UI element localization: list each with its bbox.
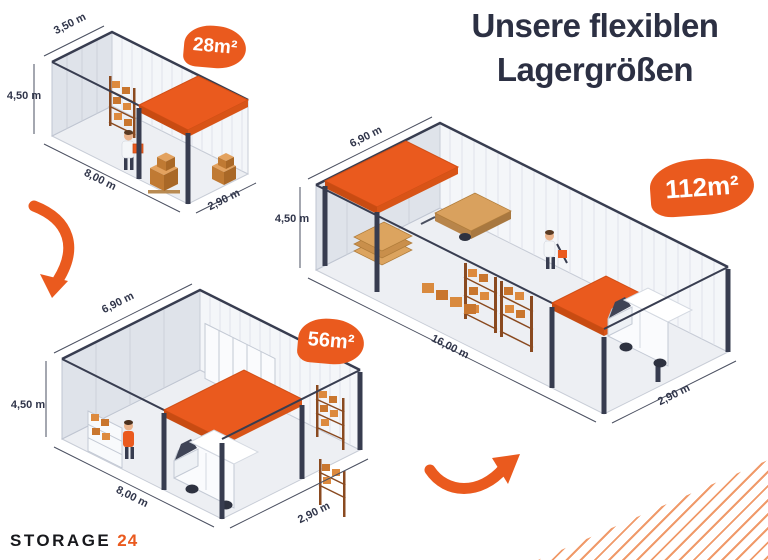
storage-unit-56: 6,90 m 4,50 m 8,00 m 2,90 m 56m²: [11, 283, 400, 555]
page-title-line2: Lagergrößen: [496, 50, 694, 88]
canopy-112-left: [323, 140, 460, 214]
storage-unit-112-illustration: [299, 116, 737, 424]
open-shelf: [87, 410, 123, 469]
brand-logo-primary: STORAGE: [10, 531, 112, 550]
page-title-line1: Unsere flexiblen: [471, 7, 719, 44]
curved-arrow-down-icon: [28, 200, 75, 298]
storage-unit-112: 6,90 m 4,50 m 16,00 m 2,90 m 112m²: [275, 85, 766, 435]
box-row: [422, 283, 476, 314]
shelf-rack: [499, 281, 534, 352]
hatch-pattern: [538, 460, 768, 560]
plank-stack: [353, 221, 413, 266]
shelf-rack: [318, 459, 346, 517]
curved-arrow-up-right-icon: [424, 454, 520, 494]
storage-unit-28: 3,50 m 4,50 m 8,00 m 2,90 m 28m²: [7, 10, 270, 220]
storage-unit-56-illustration: [45, 283, 369, 529]
dimension-lines: [45, 283, 369, 529]
dim-height-label: 4,50 m: [274, 213, 310, 225]
page-title: Unsere flexiblen Lagergrößen: [430, 4, 760, 91]
storage-unit-28-illustration: [33, 25, 257, 214]
brand-logo: STORAGE 24: [10, 531, 138, 551]
brand-logo-accent: 24: [117, 531, 139, 550]
dim-height-label: 4,50 m: [6, 90, 42, 102]
shelf-rack: [463, 263, 498, 333]
dim-height-label: 4,50 m: [10, 399, 46, 411]
dimension-lines: [33, 25, 257, 214]
worker-figure: [121, 130, 144, 170]
dimension-lines: [299, 116, 737, 424]
trailer: [420, 192, 512, 241]
canopy-28: [137, 75, 250, 137]
worker-figure: [543, 230, 568, 269]
crate-stacks: [148, 152, 236, 194]
worker-figure: [123, 420, 134, 459]
shelf-rack: [315, 385, 345, 450]
